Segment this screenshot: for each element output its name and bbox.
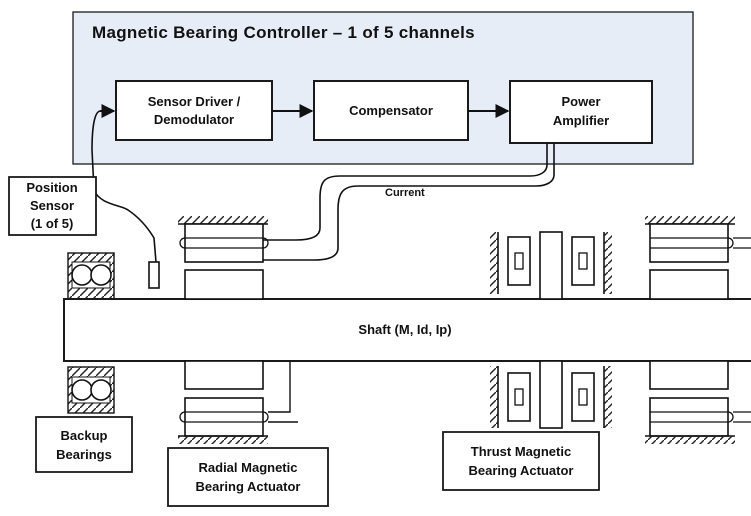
sensor-driver-label-2: Demodulator [154,112,234,127]
thrust-actuator-lower [490,360,612,429]
sensor-driver-label-1: Sensor Driver / [148,94,241,109]
current-wire-1 [262,143,548,241]
compensator-block [313,80,469,141]
controller-title: Magnetic Bearing Controller – 1 of 5 cha… [92,23,475,42]
compensator-label: Compensator [349,103,433,118]
position-sensor-label-box [8,176,97,236]
radial-actuator-label-2: Bearing Actuator [196,479,301,494]
position-sensor-label-1: Position [26,180,77,195]
backup-bearing-upper [67,252,115,300]
radial-actuator-left-lower [178,360,298,444]
position-sensor-label-2: Sensor [30,198,74,213]
thrust-actuator-label-box [442,431,600,491]
position-sensor-label-3: (1 of 5) [31,216,74,231]
radial-actuator-right-upper [645,216,751,300]
radial-actuator-label-1: Radial Magnetic [199,460,298,475]
power-amplifier-label-2: Amplifier [553,113,609,128]
power-amplifier-block [509,80,653,144]
thrust-actuator-label-2: Bearing Actuator [469,463,574,478]
sensor-cable [91,110,157,263]
thrust-actuator-label-1: Thrust Magnetic [471,444,571,459]
shaft [63,298,751,362]
radial-actuator-right-lower [645,360,751,444]
shaft-label: Shaft (M, Id, Ip) [358,322,451,337]
radial-actuator-label-box [167,447,329,507]
radial-actuator-left-upper [178,216,269,300]
current-wire-2 [262,143,555,261]
backup-bearing-lower [67,366,115,414]
current-label: Current [385,187,425,199]
position-sensor [148,261,160,289]
backup-bearings-label-1: Backup [61,428,108,443]
thrust-actuator-upper [490,231,612,300]
sensor-driver-block [115,80,273,141]
backup-bearings-label-box [35,416,133,473]
backup-bearings-label-2: Bearings [56,447,112,462]
power-amplifier-label-1: Power [561,94,600,109]
